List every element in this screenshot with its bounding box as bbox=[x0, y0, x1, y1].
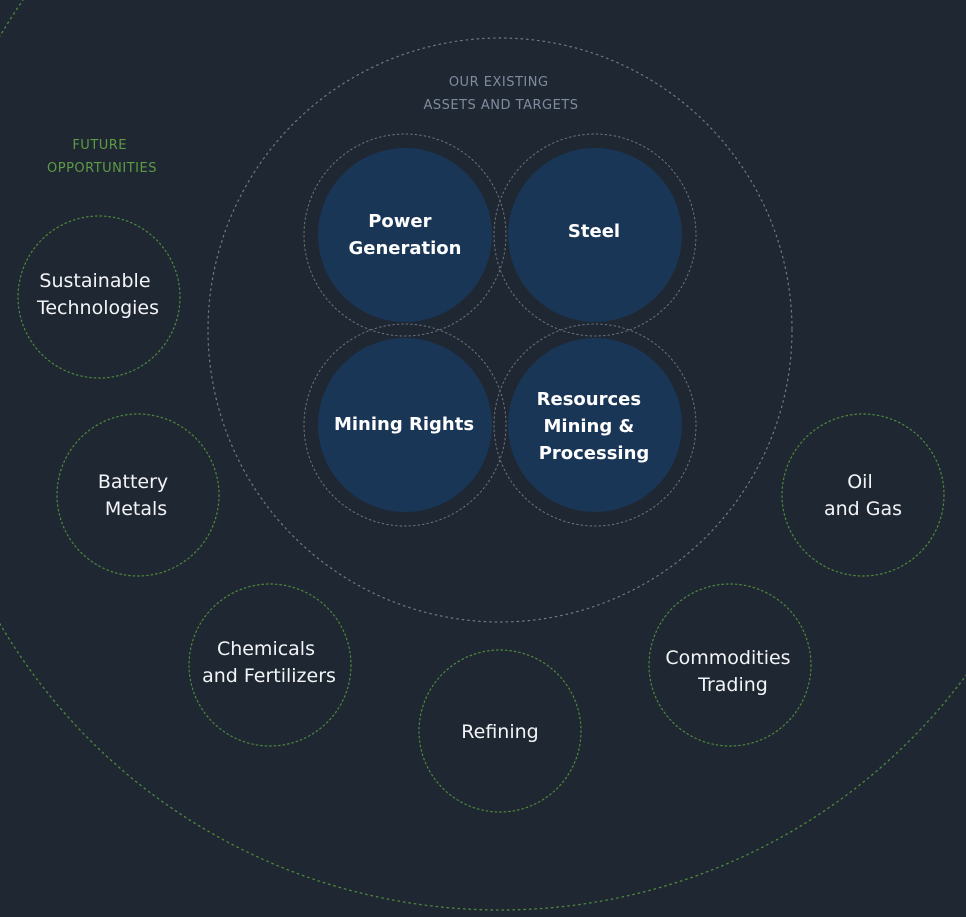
refining-label: Refining bbox=[461, 721, 538, 743]
opportunity-label-line: Trading bbox=[697, 674, 768, 696]
steel-circle bbox=[508, 148, 682, 322]
core-asset-ring bbox=[493, 323, 697, 527]
existing-assets-header-line: ASSETS AND TARGETS bbox=[423, 98, 578, 113]
core-asset-ring bbox=[303, 323, 507, 527]
opportunity-label-line: Sustainable bbox=[39, 270, 150, 292]
future-opportunities-header-line: FUTURE bbox=[72, 138, 127, 153]
opportunity-label-line: and Gas bbox=[824, 498, 902, 520]
battery-metals-circle bbox=[56, 413, 220, 577]
opportunity-label-line: Refining bbox=[461, 721, 538, 743]
sustainable-technologies-circle bbox=[17, 215, 181, 379]
core-label-line: Processing bbox=[539, 443, 650, 464]
core-label-line: Generation bbox=[349, 238, 462, 259]
opportunity-label-line: and Fertilizers bbox=[202, 665, 336, 687]
mining-rights-label: Mining Rights bbox=[334, 414, 474, 435]
oil-gas-label: Oil and Gas bbox=[824, 471, 902, 520]
core-label-line: Power bbox=[368, 211, 431, 232]
future-opportunities-header: FUTURE OPPORTUNITIES bbox=[47, 138, 157, 176]
power-generation-label: Power Generation bbox=[349, 211, 462, 259]
opportunity-label-line: Battery bbox=[98, 471, 168, 493]
core-asset-fills bbox=[318, 148, 682, 512]
opportunity-label-line: Commodities bbox=[665, 647, 790, 669]
existing-assets-header: OUR EXISTING ASSETS AND TARGETS bbox=[423, 75, 578, 113]
opportunity-rings bbox=[17, 215, 945, 813]
oil-gas-circle bbox=[781, 413, 945, 577]
core-label-line: Mining Rights bbox=[334, 414, 474, 435]
core-asset-ring bbox=[303, 133, 507, 337]
refining-circle bbox=[418, 649, 582, 813]
commodities-trading-circle bbox=[648, 583, 812, 747]
steel-label: Steel bbox=[568, 221, 620, 242]
sustainable-technologies-label: Sustainable Technologies bbox=[36, 270, 159, 319]
power-generation-circle bbox=[318, 148, 492, 322]
chemicals-fertilizers-circle bbox=[188, 583, 352, 747]
core-label-line: Resources bbox=[537, 389, 641, 410]
battery-metals-label: Battery Metals bbox=[98, 471, 174, 520]
existing-assets-ring bbox=[207, 37, 793, 623]
resources-mining-processing-circle bbox=[508, 338, 682, 512]
core-asset-rings bbox=[303, 133, 697, 527]
opportunity-label-line: Oil bbox=[847, 471, 873, 493]
core-asset-ring bbox=[493, 133, 697, 337]
core-label-line: Mining & bbox=[543, 416, 634, 437]
chemicals-fertilizers-label: Chemicals and Fertilizers bbox=[202, 638, 336, 687]
existing-assets-header-line: OUR EXISTING bbox=[449, 75, 549, 90]
mining-rights-circle bbox=[318, 338, 492, 512]
future-opportunities-header-line: OPPORTUNITIES bbox=[47, 161, 157, 176]
commodities-trading-label: Commodities Trading bbox=[665, 647, 796, 696]
opportunity-label-line: Metals bbox=[105, 498, 167, 520]
opportunity-label-line: Chemicals bbox=[217, 638, 315, 660]
resources-mining-processing-label: Resources Mining & Processing bbox=[537, 389, 650, 464]
opportunity-label-line: Technologies bbox=[36, 297, 159, 319]
core-label-line: Steel bbox=[568, 221, 620, 242]
